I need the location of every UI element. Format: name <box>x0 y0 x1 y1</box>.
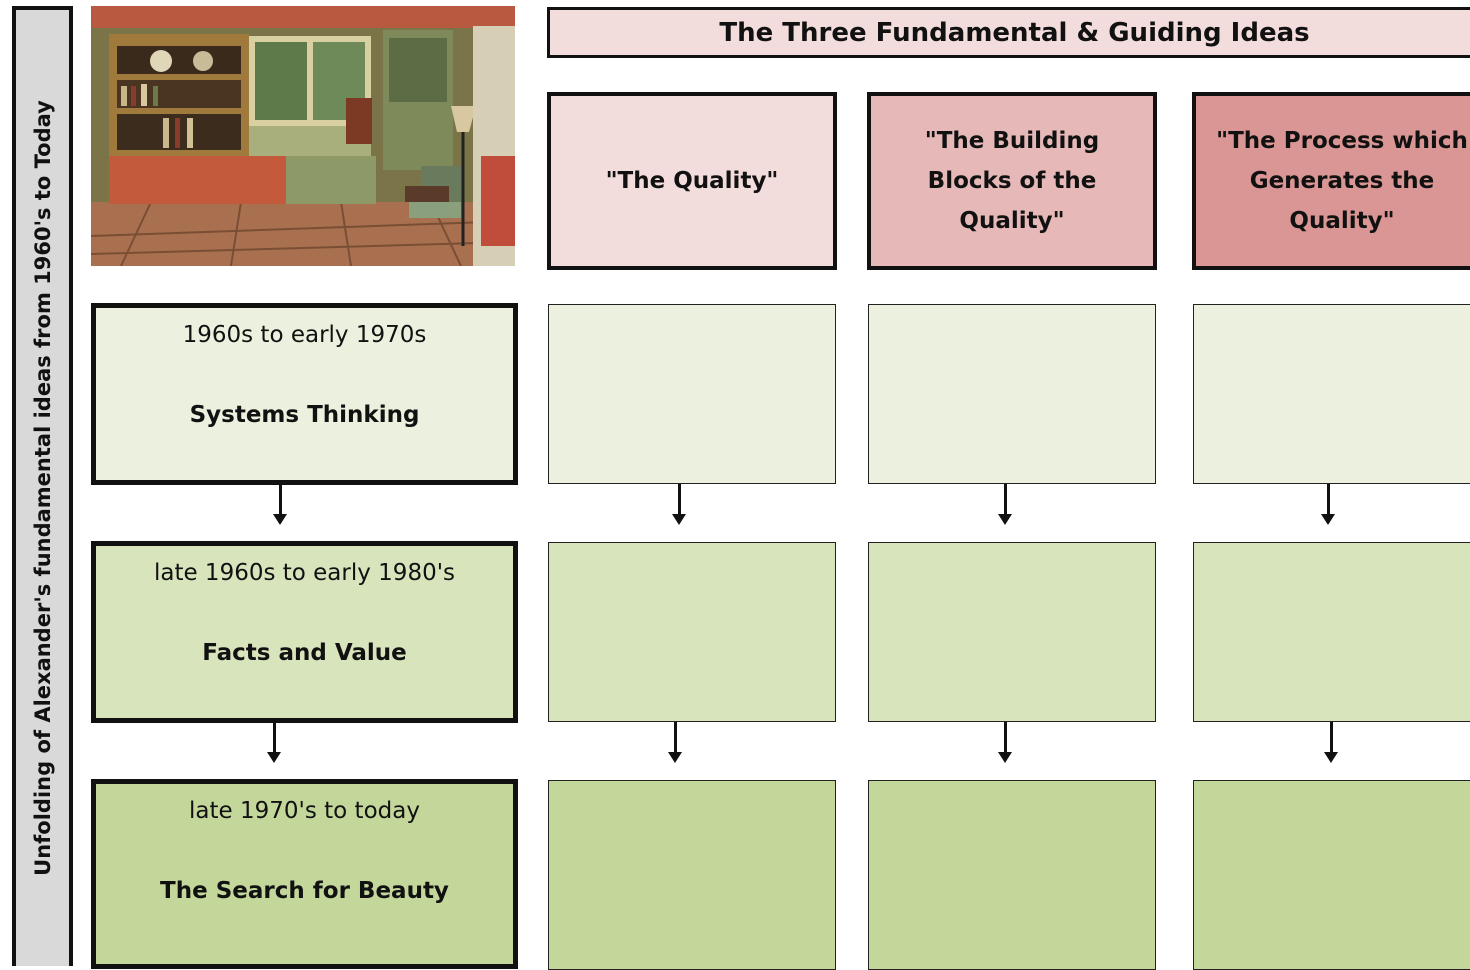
grid-cell <box>868 304 1156 484</box>
grid-cell <box>868 780 1156 970</box>
grid-cell <box>548 780 836 970</box>
grid-cell <box>1193 780 1470 970</box>
grid-cell <box>1193 542 1470 722</box>
room-illustration <box>91 6 515 266</box>
grid-cell <box>548 542 836 722</box>
down-arrow-icon <box>1321 484 1335 526</box>
side-label-panel: Unfolding of Alexander's fundamental ide… <box>12 6 73 966</box>
row-label-facts-and-value: late 1960s to early 1980's Facts and Val… <box>91 541 518 723</box>
row-theme: Systems Thinking <box>189 402 420 428</box>
row-theme: Facts and Value <box>202 640 407 666</box>
side-label-text: Unfolding of Alexander's fundamental ide… <box>30 100 55 876</box>
row-period: late 1960s to early 1980's <box>153 560 456 586</box>
grid-cell <box>1193 304 1470 484</box>
row-theme: The Search for Beauty <box>160 878 449 904</box>
down-arrow-icon <box>267 722 281 764</box>
grid-cell <box>548 304 836 484</box>
row-period: 1960s to early 1970s <box>182 322 427 348</box>
down-arrow-icon <box>1324 722 1338 764</box>
column-header-process: "The Process which Generates the Quality… <box>1192 92 1470 270</box>
down-arrow-icon <box>998 722 1012 764</box>
column-header-building-blocks: "The Building Blocks of the Quality" <box>867 92 1157 270</box>
down-arrow-icon <box>998 484 1012 526</box>
down-arrow-icon <box>668 722 682 764</box>
column-header-quality: "The Quality" <box>547 92 837 270</box>
header-banner: The Three Fundamental & Guiding Ideas <box>547 7 1470 58</box>
grid-cell <box>868 542 1156 722</box>
room-photo <box>91 6 515 266</box>
down-arrow-icon <box>273 484 287 526</box>
row-period: late 1970's to today <box>189 798 420 824</box>
down-arrow-icon <box>672 484 686 526</box>
row-label-systems-thinking: 1960s to early 1970s Systems Thinking <box>91 303 518 485</box>
row-label-search-for-beauty: late 1970's to today The Search for Beau… <box>91 779 518 969</box>
